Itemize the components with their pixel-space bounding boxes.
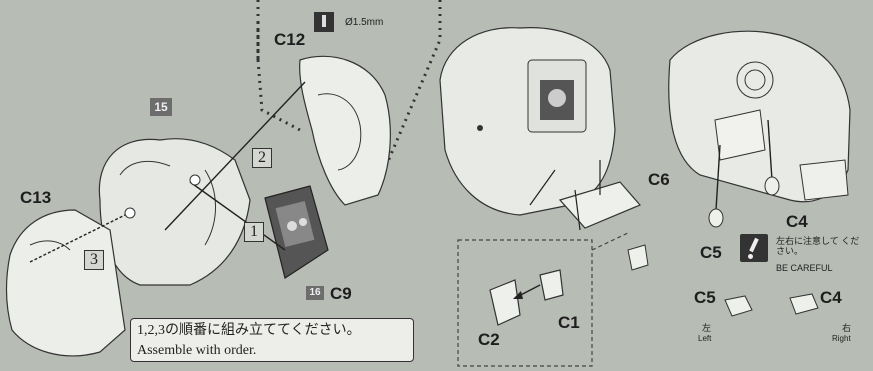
part-c5-piece xyxy=(708,208,724,228)
order-step-2: 2 xyxy=(252,148,272,168)
part-label-c9: C9 xyxy=(330,284,352,303)
part-label-c2: C2 xyxy=(478,330,500,349)
drill-size-label: Ø1.5mm xyxy=(345,17,384,28)
caution-text-ja: 左右に注意して ください。 xyxy=(776,236,860,256)
part-label-c4-bottom: C4 xyxy=(820,288,842,307)
side-right-ja: 右 xyxy=(842,323,852,333)
assembly-note-ja: 1,2,3の順番に組み立ててください。 xyxy=(137,323,361,338)
inset-box xyxy=(457,239,593,367)
step-badge-15: 15 xyxy=(150,98,172,116)
drill-callout-outline xyxy=(256,0,442,181)
part-label-c1: C1 xyxy=(558,313,580,332)
drill-icon xyxy=(314,12,334,32)
part-label-c13: C13 xyxy=(20,188,52,207)
side-right-en: Right xyxy=(832,334,851,343)
part-c1-shape xyxy=(539,269,564,301)
part-c12-shape xyxy=(299,55,391,206)
order-step-1: 1 xyxy=(244,222,264,242)
part-label-c5-bottom: C5 xyxy=(694,288,716,307)
assembly-note: 1,2,3の順番に組み立ててください。 Assemble with order. xyxy=(130,318,414,362)
part-c4-piece xyxy=(764,176,780,196)
part-label-c6: C6 xyxy=(648,170,670,189)
body-part-15 xyxy=(98,138,251,286)
side-left-en: Left xyxy=(698,334,712,343)
part-label-c5-top: C5 xyxy=(700,243,722,262)
caution-icon xyxy=(740,234,768,262)
part-label-c12: C12 xyxy=(274,30,306,49)
left-side-piece xyxy=(724,295,753,317)
caution-text-en: BE CAREFUL xyxy=(776,263,833,273)
order-step-3: 3 xyxy=(84,250,104,270)
side-left-ja: 左 xyxy=(702,323,712,333)
assembly-line-1 xyxy=(189,181,286,251)
right-side-piece xyxy=(789,293,819,315)
part-label-c4-top: C4 xyxy=(786,212,808,231)
part-c2-shape xyxy=(489,279,521,326)
assembly-note-en: Assemble with order. xyxy=(137,343,257,358)
part-c13-shape xyxy=(5,209,126,357)
step-badge-16: 16 xyxy=(306,286,324,300)
assembly-line-3 xyxy=(29,214,126,263)
assembly-line-2 xyxy=(164,81,306,231)
part-c-right-shape xyxy=(627,244,649,271)
